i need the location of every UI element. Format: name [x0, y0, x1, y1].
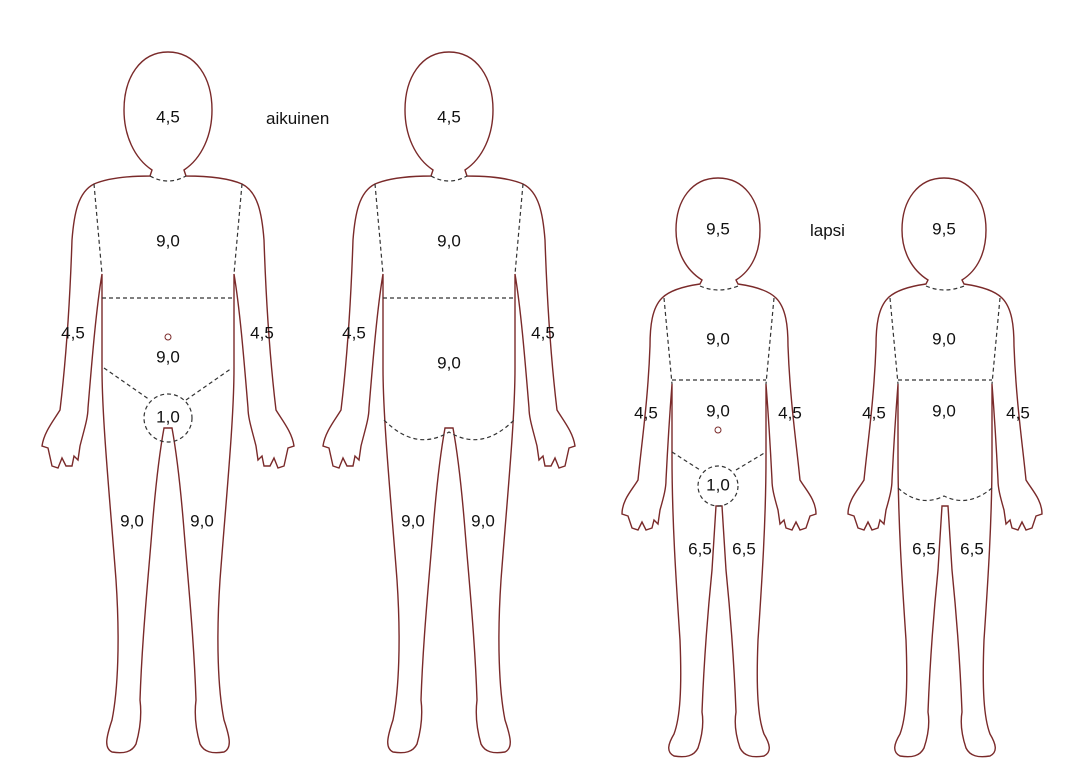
adult-front-figure: 4,5 9,0 9,0 1,0 4,5 4,5 9,0 9,0 [42, 52, 294, 753]
adult-caption: aikuinen [266, 109, 329, 128]
child-back-leg-left-pct: 6,5 [912, 539, 936, 558]
adult-back-silhouette [323, 52, 575, 753]
adult-back-arm-left-pct: 4,5 [342, 323, 366, 342]
child-front-head-pct: 9,5 [706, 219, 730, 238]
adult-back-head-pct: 4,5 [437, 107, 461, 126]
adult-front-silhouette [42, 52, 294, 753]
adult-back-upper-back-pct: 9,0 [437, 231, 461, 250]
child-back-lower-back-pct: 9,0 [932, 401, 956, 420]
child-front-leg-right-pct: 6,5 [732, 539, 756, 558]
child-back-arm-right-pct: 4,5 [1006, 403, 1030, 422]
child-front-figure: 9,5 9,0 9,0 1,0 4,5 4,5 6,5 6,5 [622, 178, 816, 757]
adult-back-lower-back-pct: 9,0 [437, 353, 461, 372]
child-front-abdomen-pct: 9,0 [706, 401, 730, 420]
adult-front-head-pct: 4,5 [156, 107, 180, 126]
child-back-upper-back-pct: 9,0 [932, 329, 956, 348]
adult-back-figure: 4,5 9,0 9,0 4,5 4,5 9,0 9,0 [323, 52, 575, 753]
adult-front-chest-pct: 9,0 [156, 231, 180, 250]
child-back-head-pct: 9,5 [932, 219, 956, 238]
child-back-figure: 9,5 9,0 9,0 4,5 4,5 6,5 6,5 [848, 178, 1042, 757]
adult-front-groin-pct: 1,0 [156, 407, 180, 426]
child-front-silhouette [622, 178, 816, 757]
child-back-silhouette [848, 178, 1042, 757]
adult-back-leg-right-pct: 9,0 [471, 511, 495, 530]
child-front-arm-right-pct: 4,5 [778, 403, 802, 422]
adult-front-leg-right-pct: 9,0 [190, 511, 214, 530]
adult-back-arm-right-pct: 4,5 [531, 323, 555, 342]
adult-front-arm-right-pct: 4,5 [250, 323, 274, 342]
child-back-arm-left-pct: 4,5 [862, 403, 886, 422]
child-front-arm-left-pct: 4,5 [634, 403, 658, 422]
adult-front-arm-left-pct: 4,5 [61, 323, 85, 342]
adult-front-leg-left-pct: 9,0 [120, 511, 144, 530]
child-front-leg-left-pct: 6,5 [688, 539, 712, 558]
child-front-groin-pct: 1,0 [706, 475, 730, 494]
child-caption: lapsi [810, 221, 845, 240]
child-back-leg-right-pct: 6,5 [960, 539, 984, 558]
child-front-chest-pct: 9,0 [706, 329, 730, 348]
adult-front-abdomen-pct: 9,0 [156, 347, 180, 366]
adult-back-leg-left-pct: 9,0 [401, 511, 425, 530]
